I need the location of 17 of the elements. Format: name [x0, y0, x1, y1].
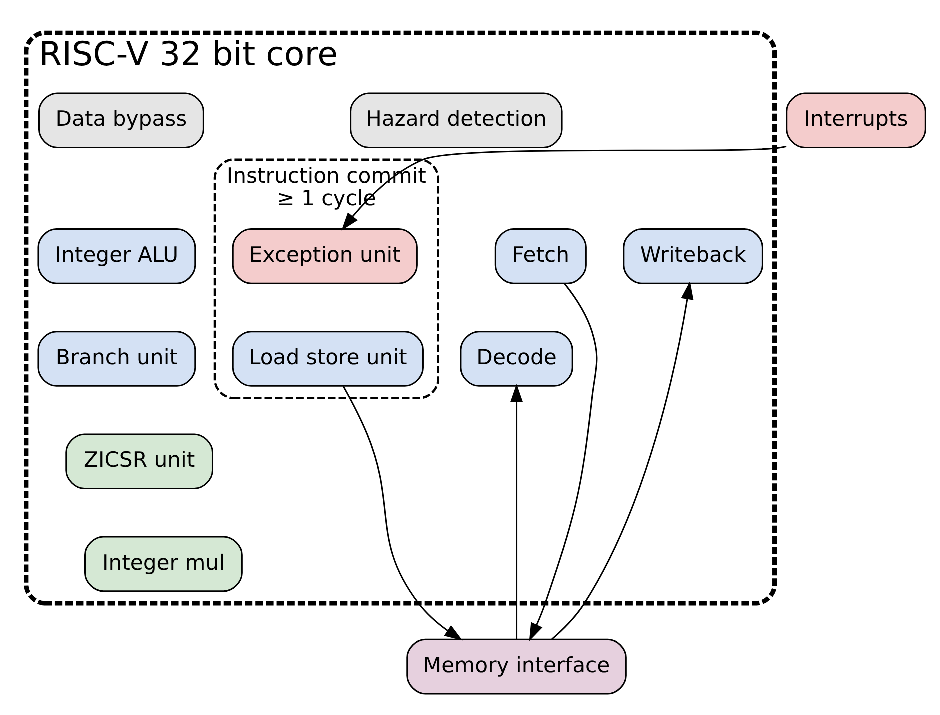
node-box: Writeback	[623, 228, 764, 284]
node-box: Data bypass	[38, 92, 204, 149]
node-box: Decode	[460, 331, 574, 387]
arrow	[342, 146, 787, 231]
node-box: ZICSR unit	[66, 434, 214, 490]
arrow	[552, 281, 694, 640]
node-box: Integer ALU	[38, 228, 196, 284]
node-box: Load store unit	[232, 331, 424, 387]
node-box: Hazard detection	[350, 92, 563, 149]
arrow	[510, 384, 524, 640]
node-box: Memory interface	[406, 638, 627, 695]
node-box: Fetch	[494, 228, 587, 284]
node-box: Integer mul	[84, 536, 243, 592]
arrow	[529, 283, 598, 642]
node-box: Interrupts	[786, 92, 926, 149]
node-box: Branch unit	[38, 331, 196, 387]
node-box: Exception unit	[232, 228, 418, 284]
